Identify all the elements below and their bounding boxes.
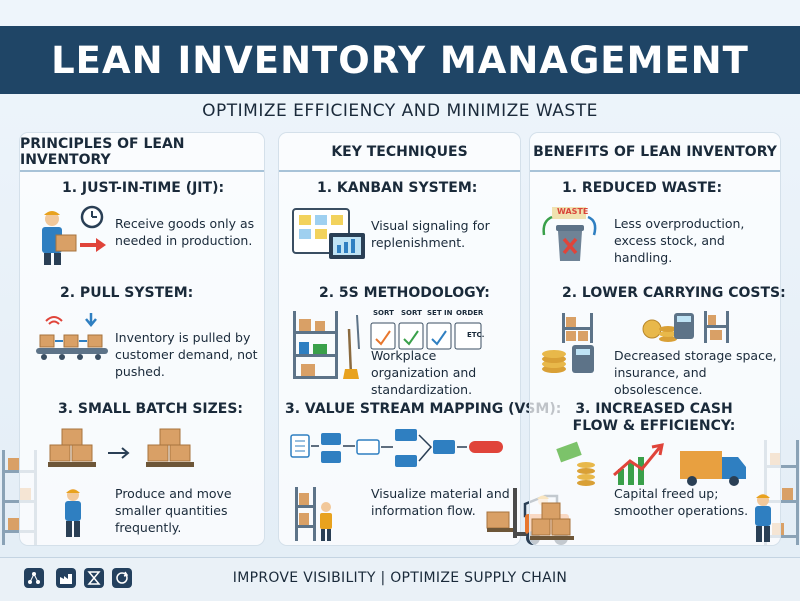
kanban-board-icon [292, 208, 365, 259]
cycle-icon [112, 568, 132, 588]
footer-bar: IMPROVE VISIBILITY | OPTIMIZE SUPPLY CHA… [0, 557, 800, 601]
5s-label: ETC. [467, 331, 485, 339]
column-title: BENEFITS OF LEAN INVENTORY [530, 133, 780, 172]
5s-label: SORT [401, 309, 422, 317]
item-title: 3. INCREASED CASH FLOW & EFFICIENCY: [572, 401, 736, 434]
conveyor-icon [36, 313, 108, 360]
footer-tagline: IMPROVE VISIBILITY | OPTIMIZE SUPPLY CHA… [232, 570, 568, 586]
5s-label: SORT [373, 309, 394, 317]
shelf-tools-icon [293, 311, 360, 379]
item-description: Capital freed up; smoother operations. [614, 486, 749, 518]
item-description: Receive goods only as needed in producti… [115, 216, 255, 248]
factory-icon [56, 568, 76, 588]
waste-label: WASTE [557, 207, 589, 216]
item-title: 3. SMALL BATCH SIZES: [58, 401, 244, 417]
item-title: 2. PULL SYSTEM: [60, 285, 194, 301]
boxes-pallet-icon [530, 502, 574, 540]
5s-label: ORDER [456, 309, 484, 317]
item-description: Visualize material and information flow. [371, 486, 510, 518]
small-batch-icon [48, 428, 194, 467]
worker-box-clock-icon [42, 205, 106, 265]
item-title: 3. VALUE STREAM MAPPING (VSM): [285, 401, 562, 417]
worker-icon [755, 494, 771, 542]
page-title: LEAN INVENTORY MANAGEMENT [51, 38, 749, 82]
hourglass-icon [84, 568, 104, 588]
coins-calculator-icon [542, 311, 729, 373]
item-title: 1. JUST-IN-TIME (JIT): [62, 180, 225, 196]
header-banner: LEAN INVENTORY MANAGEMENT [0, 26, 800, 94]
flowchart-icon [290, 429, 503, 467]
page-subtitle: OPTIMIZE EFFICIENCY AND MINIMIZE WASTE [202, 101, 598, 121]
item-description: Visual signaling for replenishment. [371, 218, 490, 250]
column-title: KEY TECHNIQUES [279, 133, 520, 172]
waste-bin-icon [542, 207, 597, 261]
item-description: Workplace organization and standardizati… [371, 348, 477, 397]
item-description: Decreased storage space, insurance, and … [614, 348, 777, 397]
5s-labels-icon [370, 322, 482, 350]
item-title: 1. REDUCED WASTE: [562, 180, 723, 196]
worker-icon [65, 489, 81, 537]
cash-growth-truck-icon [556, 441, 746, 486]
item-title: 2. LOWER CARRYING COSTS: [562, 285, 786, 301]
network-icon [24, 568, 44, 588]
item-title: 2. 5S METHODOLOGY: [319, 285, 490, 301]
worker-shelf-icon [295, 487, 332, 541]
column-title: PRINCIPLES OF LEAN INVENTORY [20, 133, 264, 172]
item-description: Produce and move smaller quantities freq… [115, 486, 232, 535]
5s-label: SET IN [427, 309, 453, 317]
item-description: Less overproduction, excess stock, and h… [614, 216, 745, 265]
item-description: Inventory is pulled by customer demand, … [115, 330, 258, 379]
column-benefits: BENEFITS OF LEAN INVENTORY 1. REDUCED WA… [530, 133, 786, 545]
column-techniques: KEY TECHNIQUES 1. KANBAN SYSTEM: Visual … [279, 133, 561, 545]
column-principles: PRINCIPLES OF LEAN INVENTORY 1. JUST-IN-… [20, 133, 264, 545]
item-title: 1. KANBAN SYSTEM: [317, 180, 478, 196]
